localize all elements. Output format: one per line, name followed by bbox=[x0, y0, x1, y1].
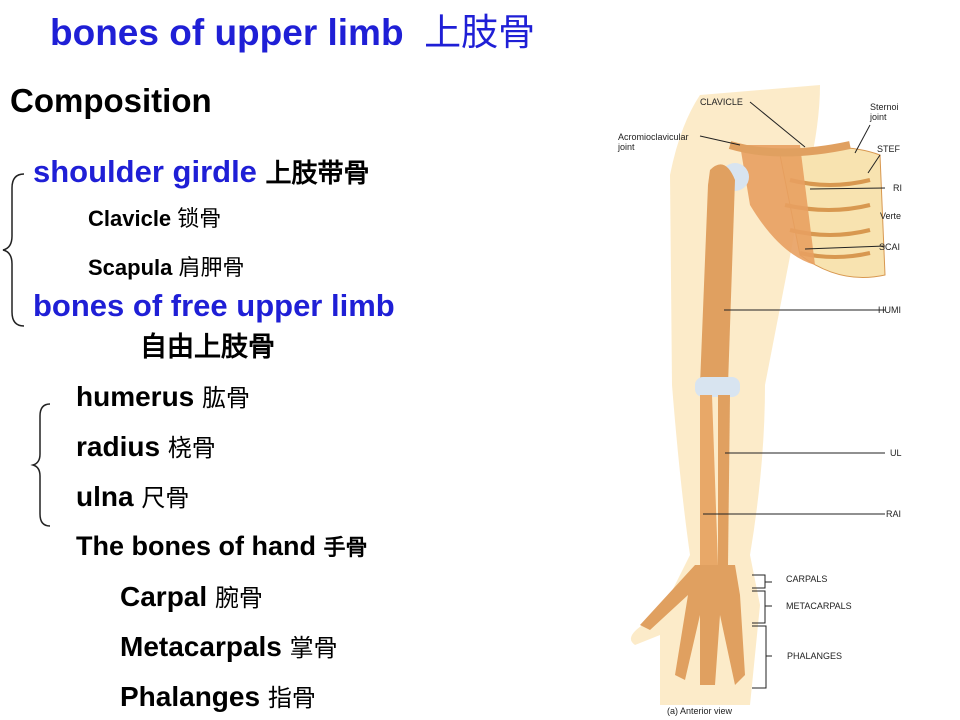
label-phalanges: PHALANGES bbox=[787, 651, 842, 661]
shoulder-girdle: shoulder girdle 上肢带骨 bbox=[33, 156, 370, 187]
ulna-bone bbox=[718, 395, 730, 565]
figure-caption: (a) Anterior view bbox=[667, 706, 733, 716]
item-en: Metacarpals bbox=[120, 631, 282, 662]
composition-heading: Composition bbox=[10, 82, 212, 119]
label-acromio: Acromioclavicular bbox=[618, 132, 689, 142]
item-zh: 掌骨 bbox=[289, 634, 338, 662]
item-en: Carpal bbox=[120, 581, 208, 612]
label-sterno: Sternoi bbox=[870, 102, 899, 112]
item-en: Clavicle bbox=[88, 206, 172, 231]
item-en: Scapula bbox=[88, 255, 173, 280]
ulna-item: ulna 尺骨 bbox=[76, 483, 189, 511]
item-en: Phalanges bbox=[120, 681, 261, 712]
label-metacarpals: METACARPALS bbox=[786, 601, 852, 611]
label-sternum: STEF bbox=[877, 144, 901, 154]
label-acromio-joint: joint bbox=[617, 142, 635, 152]
free-limb-en: bones of free upper limb bbox=[33, 288, 395, 323]
title-en: bones of upper limb bbox=[50, 12, 404, 53]
item-zh: 锁骨 bbox=[177, 207, 222, 232]
upper-limb-illustration: CLAVICLE Acromioclavicular joint Sternoi… bbox=[617, 85, 902, 716]
label-sterno-joint: joint bbox=[869, 112, 887, 122]
brace-free-limb-icon bbox=[30, 403, 51, 527]
carpal-item: Carpal 腕骨 bbox=[120, 583, 263, 611]
hand-item: The bones of hand 手骨 bbox=[76, 533, 368, 560]
item-zh: 尺骨 bbox=[141, 484, 190, 512]
radius-item: radius 桡骨 bbox=[76, 433, 216, 461]
clavicle-bone bbox=[728, 141, 851, 157]
title-zh: 上肢骨 bbox=[424, 11, 536, 54]
label-ribs: RI bbox=[893, 183, 902, 193]
item-zh: 指骨 bbox=[267, 684, 316, 712]
item-en: humerus bbox=[76, 381, 195, 412]
label-scapula: SCAI bbox=[879, 242, 900, 252]
hand-bones bbox=[640, 565, 745, 685]
shoulder-girdle-en: shoulder girdle bbox=[33, 154, 257, 189]
free-limb-zh: 自由上肢骨 bbox=[140, 332, 275, 363]
label-humerus: HUMI bbox=[878, 305, 901, 315]
item-en: ulna bbox=[76, 481, 134, 512]
item-zh: 手骨 bbox=[323, 536, 368, 561]
item-en: The bones of hand bbox=[76, 531, 316, 561]
brace-shoulder-icon bbox=[2, 173, 25, 327]
label-ulna: UL bbox=[890, 448, 902, 458]
humerus-bone bbox=[700, 164, 735, 385]
item-zh: 肩胛骨 bbox=[178, 256, 245, 281]
item-zh: 腕骨 bbox=[214, 584, 263, 612]
item-zh: 桡骨 bbox=[167, 434, 216, 462]
humerus-item: humerus 肱骨 bbox=[76, 383, 250, 411]
elbow-cartilage bbox=[695, 377, 740, 397]
item-en: radius bbox=[76, 431, 161, 462]
scapula-item: Scapula 肩胛骨 bbox=[88, 257, 245, 280]
clavicle-item: Clavicle 锁骨 bbox=[88, 208, 221, 231]
leader-lines bbox=[699, 101, 886, 689]
slide-title: bones of upper limb 上肢骨 bbox=[50, 14, 535, 51]
label-carpals: CARPALS bbox=[786, 574, 827, 584]
item-zh: 肱骨 bbox=[202, 384, 251, 412]
scapula-bone bbox=[740, 145, 815, 265]
label-radius: RAI bbox=[886, 509, 901, 519]
metacarpals-item: Metacarpals 掌骨 bbox=[120, 633, 338, 661]
radius-bone bbox=[700, 395, 718, 565]
shoulder-girdle-zh: 上肢带骨 bbox=[265, 159, 370, 189]
label-clavicle: CLAVICLE bbox=[700, 97, 743, 107]
phalanges-item: Phalanges 指骨 bbox=[120, 683, 316, 711]
label-vertebrae: Verte bbox=[880, 211, 901, 221]
